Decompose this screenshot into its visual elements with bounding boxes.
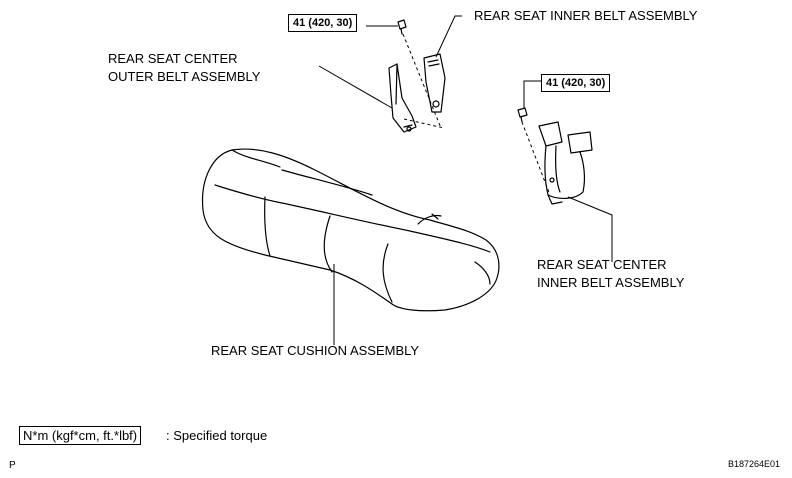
label-center-outer-line1: REAR SEAT CENTER (108, 51, 238, 66)
legend-text: : Specified torque (166, 428, 268, 443)
label-inner-belt: REAR SEAT INNER BELT ASSEMBLY (474, 8, 698, 23)
label-center-outer-line2: OUTER BELT ASSEMBLY (108, 69, 261, 84)
label-cushion: REAR SEAT CUSHION ASSEMBLY (211, 343, 420, 358)
torque-spec-left: 41 (420, 30) (288, 14, 358, 32)
footer-code: P (9, 460, 16, 471)
label-center-inner-line2: INNER BELT ASSEMBLY (537, 275, 685, 290)
figure-id: B187264E01 (728, 459, 781, 469)
bolt-right (517, 107, 528, 123)
label-center-inner-line1: REAR SEAT CENTER (537, 257, 667, 272)
center-outer-belt-drawing (388, 63, 417, 133)
seat-cushion-drawing (201, 148, 500, 312)
bolt-left (397, 19, 407, 35)
torque-spec-right: 41 (420, 30) (541, 74, 611, 92)
legend-unit-box: N*m (kgf*cm, ft.*lbf) (19, 426, 142, 445)
center-inner-belt-drawing (538, 121, 593, 205)
inner-belt-drawing (423, 53, 446, 113)
